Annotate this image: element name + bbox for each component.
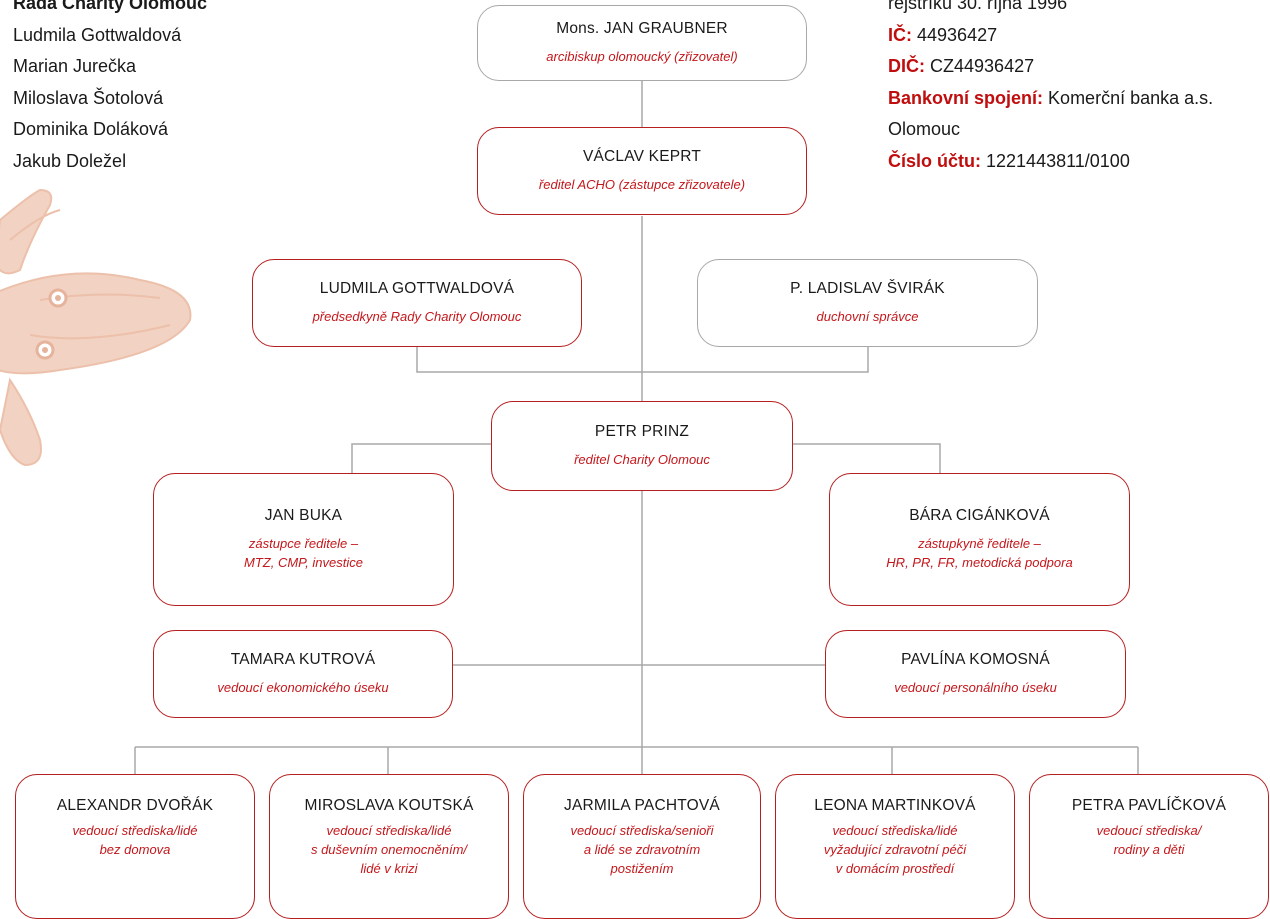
registration-value: CZ44936427: [930, 56, 1035, 76]
registration-key: IČ:: [888, 24, 912, 45]
node-role: předsedkyně Rady Charity Olomouc: [312, 309, 522, 324]
registration-value: 44936427: [917, 24, 998, 45]
node-role: zástupkyně ředitele –HR, PR, FR, metodic…: [886, 536, 1073, 570]
node-name: PAVLÍNA KOMOSNÁ: [901, 651, 1050, 668]
node-buka: JAN BUKA zástupce ředitele –MTZ, CMP, in…: [153, 473, 454, 606]
registration-value: Olomouc: [888, 119, 961, 139]
node-svirak: P. LADISLAV ŠVIRÁK duchovní správce: [697, 259, 1038, 347]
registration-key: Bankovní spojení:: [888, 87, 1044, 108]
registration-value: rejstříku 30. října 1996: [888, 0, 1068, 13]
node-role: ředitel ACHO (zástupce zřizovatele): [538, 177, 746, 192]
node-name: ALEXANDR DVOŘÁK: [56, 797, 214, 814]
registration-key: Číslo účtu:: [888, 150, 981, 171]
node-role: zástupce ředitele –MTZ, CMP, investice: [244, 536, 363, 570]
registration-key: DIČ:: [888, 56, 925, 76]
board-members: Rada Charity Olomouc Ludmila Gottwaldová…: [13, 0, 207, 177]
registration-value: 1221443811/0100: [986, 150, 1130, 171]
node-koutska: MIROSLAVA KOUTSKÁ vedoucí střediska/lidé…: [269, 774, 509, 919]
node-name: JAN BUKA: [264, 507, 343, 524]
registration-row: DIČ:CZ44936427: [888, 51, 1213, 83]
board-member: Ludmila Gottwaldová: [13, 24, 182, 45]
node-name: P. LADISLAV ŠVIRÁK: [790, 280, 945, 297]
node-prinz: PETR PRINZ ředitel Charity Olomouc: [491, 401, 793, 491]
node-role: vedoucí personálního úseku: [894, 680, 1057, 695]
node-gottwaldova: LUDMILA GOTTWALDOVÁ předsedkyně Rady Cha…: [252, 259, 582, 347]
node-keprt: VÁCLAV KEPRT ředitel ACHO (zástupce zřiz…: [477, 127, 807, 215]
node-pachtova: JARMILA PACHTOVÁ vedoucí střediska/senio…: [523, 774, 761, 919]
node-role: arcibiskup olomoucký (zřizovatel): [546, 49, 738, 64]
node-role: vedoucí střediska/rodiny a děti: [1096, 823, 1202, 857]
board-heading: Rada Charity Olomouc: [13, 0, 208, 13]
node-name: PETRA PAVLÍČKOVÁ: [1071, 797, 1227, 814]
node-name: Mons. JAN GRAUBNER: [556, 20, 728, 37]
node-name: TAMARA KUTROVÁ: [230, 651, 376, 668]
node-name: LEONA MARTINKOVÁ: [814, 797, 976, 814]
registration-row: IČ:44936427: [888, 20, 1213, 52]
node-kutrova: TAMARA KUTROVÁ vedoucí ekonomického úsek…: [153, 630, 453, 718]
star-figure-logo-icon: [0, 188, 192, 467]
board-member: Dominika Doláková: [13, 119, 169, 139]
node-name: LUDMILA GOTTWALDOVÁ: [319, 280, 515, 297]
node-role: ředitel Charity Olomouc: [574, 452, 710, 467]
board-member: Marian Jurečka: [13, 56, 137, 76]
registration-value: Komerční banka a.s.: [1048, 87, 1214, 108]
node-name: VÁCLAV KEPRT: [582, 148, 702, 165]
node-name: JARMILA PACHTOVÁ: [564, 797, 720, 814]
board-member: Jakub Doležel: [13, 150, 127, 171]
registration-info: rejstříku 30. října 1996 IČ:44936427 DIČ…: [888, 0, 1213, 177]
node-pavlickova: PETRA PAVLÍČKOVÁ vedoucí střediska/rodin…: [1029, 774, 1269, 919]
node-name: PETR PRINZ: [594, 423, 690, 440]
registration-row: rejstříku 30. října 1996: [888, 0, 1213, 20]
node-cigankova: BÁRA CIGÁNKOVÁ zástupkyně ředitele –HR, …: [829, 473, 1130, 606]
node-role: vedoucí ekonomického úseku: [217, 680, 389, 695]
node-komosna: PAVLÍNA KOMOSNÁ vedoucí personálního úse…: [825, 630, 1126, 718]
board-member: Miloslava Šotolová: [13, 87, 164, 108]
registration-row: Číslo účtu:1221443811/0100: [888, 146, 1213, 178]
node-graubner: Mons. JAN GRAUBNER arcibiskup olomoucký …: [477, 5, 807, 81]
registration-row: Olomouc: [888, 114, 1213, 146]
node-name: BÁRA CIGÁNKOVÁ: [909, 507, 1050, 524]
registration-row: Bankovní spojení:Komerční banka a.s.: [888, 83, 1213, 115]
node-name: MIROSLAVA KOUTSKÁ: [304, 797, 474, 814]
node-role: duchovní správce: [816, 309, 919, 324]
